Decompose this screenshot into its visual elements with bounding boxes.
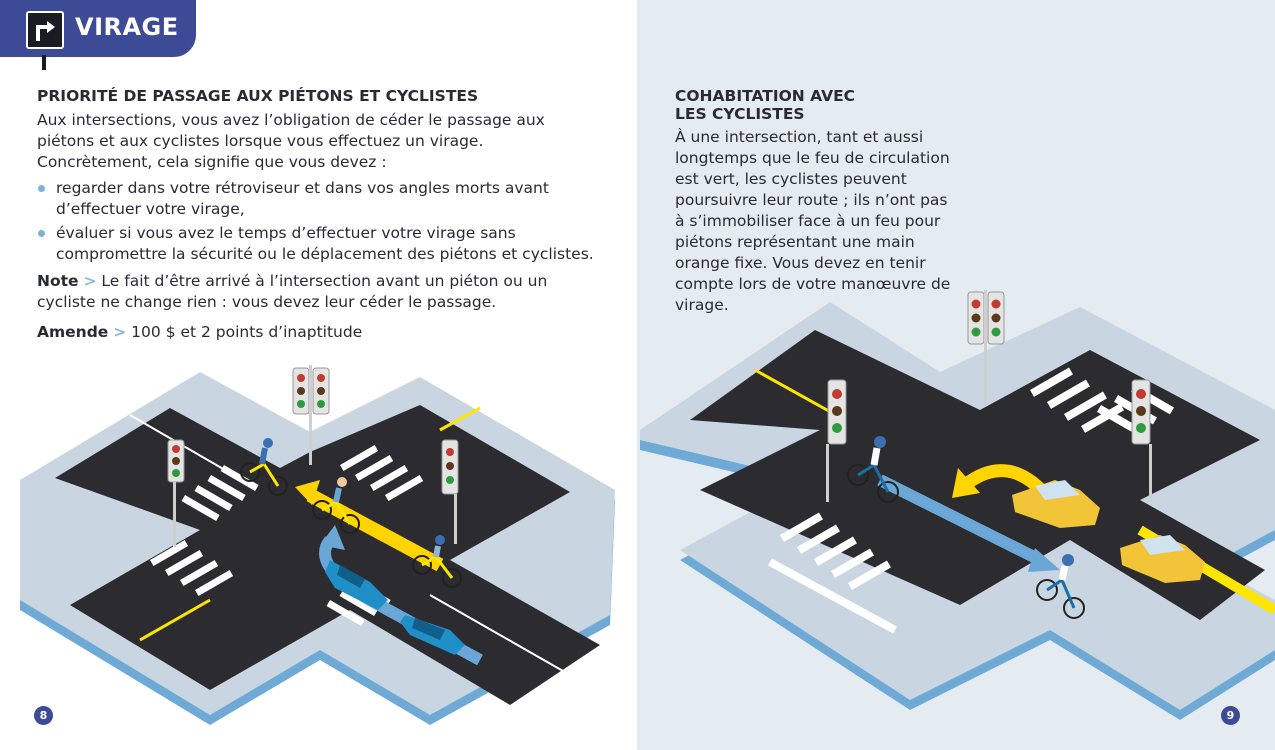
cyclist [412, 535, 462, 588]
crosswalk [780, 367, 1174, 590]
intersection-illustration-left [20, 365, 615, 725]
page-number: 9 [1221, 706, 1240, 725]
bullet-list: regarder dans votre rétroviseur et dans … [37, 178, 597, 265]
cyclist [312, 477, 360, 534]
bullet-icon [38, 230, 45, 237]
yellow-arrow [306, 488, 444, 572]
cyclist [1036, 554, 1085, 619]
right-page: 9 [637, 0, 1275, 750]
yellow-car [1120, 535, 1205, 583]
page-number: 8 [34, 706, 53, 725]
note: Note > Le fait d’être arrivé à l’interse… [37, 271, 597, 313]
yellow-car [1012, 480, 1100, 528]
blue-car [400, 615, 465, 655]
note-text: Le fait d’être arrivé à l’intersection a… [37, 272, 548, 311]
section-tab: VIRAGE [0, 0, 196, 57]
cyclist [847, 436, 899, 503]
right-body: À une intersection, tant et aussi longte… [675, 128, 951, 314]
bullet-icon [38, 185, 45, 192]
list-item: évaluer si vous avez le temps d’effectue… [37, 223, 597, 265]
right-text-block: COHABITATION AVEC LES CYCLISTES À une in… [675, 87, 955, 316]
fine-label: Amende [37, 323, 109, 341]
left-text-block: PRIORITÉ DE PASSAGE AUX PIÉTONS ET CYCLI… [37, 87, 597, 343]
fine: Amende > 100 $ et 2 points d’inaptitude [37, 322, 597, 343]
traffic-light [167, 439, 185, 547]
left-page: VIRAGE PRIORITÉ DE PASSAGE AUX PIÉTONS E… [0, 0, 637, 750]
intersection-illustration-right [640, 290, 1275, 720]
right-heading: COHABITATION AVEC LES CYCLISTES [675, 87, 856, 123]
traffic-light [826, 379, 847, 502]
traffic-light [441, 439, 459, 544]
fine-text: 100 $ et 2 points d’inaptitude [126, 323, 363, 341]
sign-post [42, 55, 46, 70]
blue-arrow [877, 474, 1043, 566]
blue-car [325, 560, 388, 610]
traffic-light [1131, 379, 1152, 502]
section-title: VIRAGE [75, 13, 179, 41]
traffic-light [967, 290, 1005, 405]
chevron-separator: > [83, 272, 97, 290]
left-intro: Aux intersections, vous avez l’obligatio… [37, 111, 545, 171]
traffic-light [292, 365, 330, 465]
chevron-separator: > [113, 323, 127, 341]
list-item: regarder dans votre rétroviseur et dans … [37, 178, 597, 220]
turn-right-sign-icon [26, 11, 64, 49]
cyclist [240, 438, 288, 496]
note-label: Note [37, 272, 79, 290]
left-heading: PRIORITÉ DE PASSAGE AUX PIÉTONS ET CYCLI… [37, 87, 479, 105]
